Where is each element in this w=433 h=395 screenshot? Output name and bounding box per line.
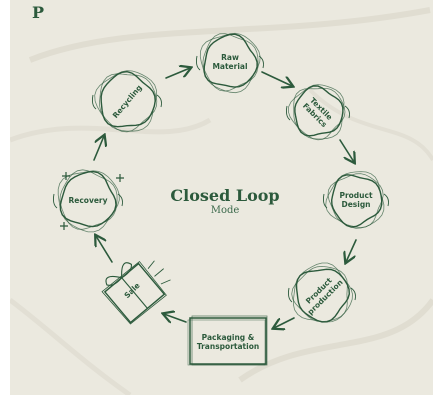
sketch-circle: [195, 32, 264, 94]
node-label: Raw Material: [212, 53, 248, 71]
node-label: Recovery: [68, 195, 108, 205]
arrow-4: [346, 239, 357, 262]
node-recycling: Recycling: [77, 51, 177, 151]
gift-box-icon: [101, 260, 171, 325]
node-label: Product Design: [339, 191, 373, 209]
diagram-subtitle: Mode: [210, 205, 240, 216]
node-packaging: Packaging & Transportation: [178, 292, 278, 392]
arrow-1: [165, 68, 190, 79]
arrow-5: [274, 317, 295, 328]
node-raw-material: Raw Material: [180, 12, 280, 112]
sketch-circle: [91, 70, 162, 133]
arrow-3: [339, 139, 354, 162]
sparkle-icon: [60, 222, 68, 230]
sketch-circle: [287, 262, 356, 323]
sketch-box: [187, 315, 268, 366]
diagram-title: Closed Loop: [170, 186, 280, 205]
arrow-7: [96, 236, 113, 263]
node-product-design: Product Design: [306, 150, 406, 250]
arrow-8: [93, 136, 104, 161]
sparkle-icon: [116, 174, 124, 182]
node-sale: Sale: [82, 240, 182, 340]
node-textile-fabrics: Textile Fabrics: [268, 62, 368, 162]
node-product-production: Product production: [272, 244, 372, 344]
node-label: Packaging & Transportation: [196, 333, 260, 351]
sketch-circle: [52, 169, 123, 233]
sketch-circle: [285, 84, 350, 141]
node-recovery: Recovery: [38, 150, 138, 250]
sketch-circle: [322, 171, 389, 229]
arrow-6: [164, 314, 187, 322]
arrow-2: [261, 71, 292, 86]
corner-mark: P: [32, 3, 45, 22]
